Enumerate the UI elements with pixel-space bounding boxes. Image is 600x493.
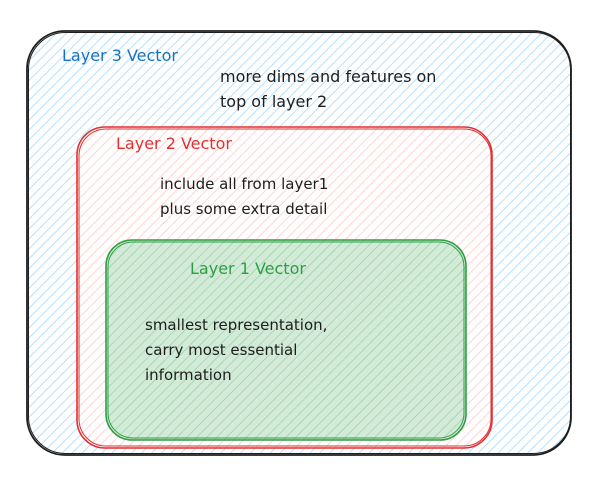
layer2-description: include all from layer1 plus some extra … — [160, 175, 329, 218]
layer2-title: Layer 2 Vector — [116, 134, 232, 153]
layer3-title: Layer 3 Vector — [62, 46, 178, 65]
layer3-description: more dims and features on top of layer 2 — [220, 67, 437, 111]
layer1-description: smallest representation, carry most esse… — [145, 316, 328, 384]
layer1-title: Layer 1 Vector — [190, 259, 306, 278]
layer1-box — [105, 239, 467, 441]
